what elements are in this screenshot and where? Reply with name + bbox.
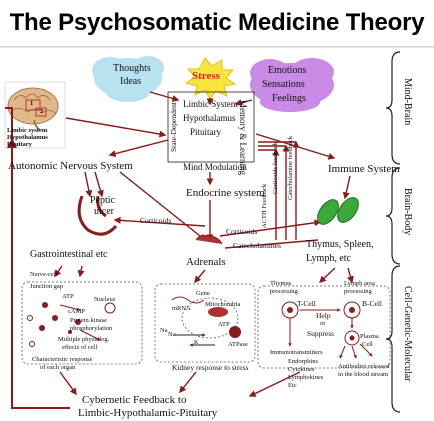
level-mind-brain: Mind-Brain	[402, 78, 413, 126]
cell1-camp: cAMP	[68, 308, 85, 315]
cell3-lymph-area: Lymph area	[344, 280, 375, 287]
ulcer-label: ulcer	[94, 206, 114, 217]
cell3-or: or	[320, 320, 326, 327]
cell1-characteristic-2: of each organ	[40, 364, 76, 371]
cell3-antibodies-2: in the blood stream	[338, 371, 389, 378]
hypothalamus-label: Hypothalamus	[183, 113, 236, 123]
cybernetic-feedback-line1: Cybernetic Feedback to	[82, 394, 187, 406]
corticoids-feedback-label: Corticoids feedback	[272, 141, 279, 194]
thoughts-label: Thoughts	[113, 63, 151, 74]
acth-feedback-label: ACTH Feedback	[261, 183, 268, 228]
cell2-gene: Gene	[196, 290, 210, 297]
cell2-atp: ATP	[218, 321, 230, 328]
cybernetic-feedback-line2: Limbic-Hypothalamic-Pituitary	[78, 407, 218, 419]
sensations-label: Sensations	[262, 79, 305, 90]
cell2-mitochondria: Mitochondria	[205, 301, 241, 308]
adrenals-label: Adrenals	[186, 256, 226, 268]
thoughts-cloud	[92, 56, 164, 102]
cell3-endorphins: Endorphins	[288, 358, 318, 365]
mind-brain-brace	[385, 51, 401, 165]
cell1-multiple-2: effects of cell	[62, 344, 98, 351]
thymus-graphic	[317, 197, 359, 225]
state-dependent-label: State-Dependent	[169, 102, 178, 152]
lymph-label: Lymph, etc	[306, 253, 351, 264]
cell2-atpase: ATPase	[228, 341, 248, 348]
cell2-na-2: Na	[168, 331, 176, 338]
brain-label-limbic: Limbic system	[7, 127, 48, 134]
cell3-lymphokines: Lymphokines	[288, 374, 324, 381]
cell3-help: Help	[316, 311, 331, 320]
autonomic-nervous-system: Autonomic Nervous System	[8, 160, 133, 172]
cell3-etc: Etc	[288, 382, 297, 389]
ideas-label: Ideas	[120, 76, 142, 87]
cell1-graphic	[27, 302, 116, 347]
peptic-label: Peptic	[90, 195, 115, 206]
adrenal-graphic	[195, 235, 223, 245]
gastrointestinal-label: Gastrointestinal etc	[30, 249, 108, 260]
corticoids-label-1: Corticoids	[140, 216, 172, 225]
cell2-mrna: mRNA	[172, 305, 191, 312]
cell3-thymus-processing: processing	[270, 288, 298, 295]
cell3-b-cell: B-Cell	[362, 299, 382, 308]
page-title: The Psychosomatic Medicine Theory	[0, 0, 434, 47]
stress-label: Stress	[192, 70, 220, 82]
cell3-antibodies-1: Antibodies released	[338, 363, 390, 370]
cell-genetic-brace	[385, 265, 401, 413]
cell3-immunotransmitters: Immunotransmitters	[270, 349, 323, 356]
emotions-label: Emotions	[268, 65, 307, 76]
level-cell-genetic-molecular: Cell-Genetic-Molecular	[402, 286, 413, 382]
cell3-cell: Cell	[362, 341, 373, 348]
cell2-na-1: Na	[160, 327, 168, 334]
limbic-system-label: Limbic System	[183, 99, 238, 109]
emotions-cloud	[250, 58, 334, 112]
cell2-k: K	[194, 339, 199, 346]
cell3-lymph-processing: processing	[344, 288, 372, 295]
endocrine-system: Endocrine system	[186, 187, 265, 199]
cell2-kidney-response: Kidney response to stress	[172, 363, 249, 372]
cell1-multiple-1: Multiple physiolog.	[58, 336, 110, 343]
pituitary-label: Pituitary	[190, 127, 221, 137]
feelings-label: Feelings	[272, 93, 306, 104]
catecholamines-label: Catecholamines	[233, 241, 281, 250]
cell1-atp: ATP	[62, 293, 74, 300]
corticoids-label-2: Corticoids	[226, 227, 258, 236]
brain-num2: 2	[40, 108, 44, 115]
cell1-nerve-cell: Nerve-cell	[30, 271, 58, 278]
immune-system: Immune System	[328, 163, 400, 175]
cell3-suppress: Suppress	[307, 329, 335, 338]
mind-modulation-label: Mind Modulation	[183, 162, 247, 172]
cell3-cytokines: Cytokines	[288, 366, 315, 373]
brain-label-pituitary: Pituitary	[7, 141, 32, 148]
cell3-plasma: Plasma	[360, 333, 379, 340]
brain-num1: 1	[30, 100, 34, 107]
memory-learning-label: Memory & Learning	[238, 100, 248, 175]
cell1-characteristic-1: Characteristic response	[32, 356, 93, 363]
cell2-graphic	[171, 296, 241, 347]
cell3-graphic	[281, 301, 373, 359]
cell3-thymus: Thymus	[270, 280, 292, 287]
thymus-label: Thymus, Spleen,	[306, 239, 374, 250]
brain-image	[4, 81, 66, 149]
cell1-protein-kinase: Protein kinase	[70, 317, 108, 324]
stress-burst	[184, 57, 237, 100]
stomach-graphic	[77, 195, 118, 236]
cell1-phosphorylation: phosphorylation	[70, 325, 113, 332]
brain-body-brace	[385, 167, 401, 265]
catecholamine-feedback-label: Catecholamine feedback	[287, 135, 294, 200]
cell3-t-cell: T-Cell	[297, 299, 316, 308]
level-brain-body: Brain-Body	[402, 188, 413, 236]
brain-label-hypothalamus: Hypothalamus	[7, 134, 48, 141]
cell1-nucleus: Nucleus	[94, 296, 116, 303]
cell1-junction-gap: Junction gap	[30, 283, 64, 290]
